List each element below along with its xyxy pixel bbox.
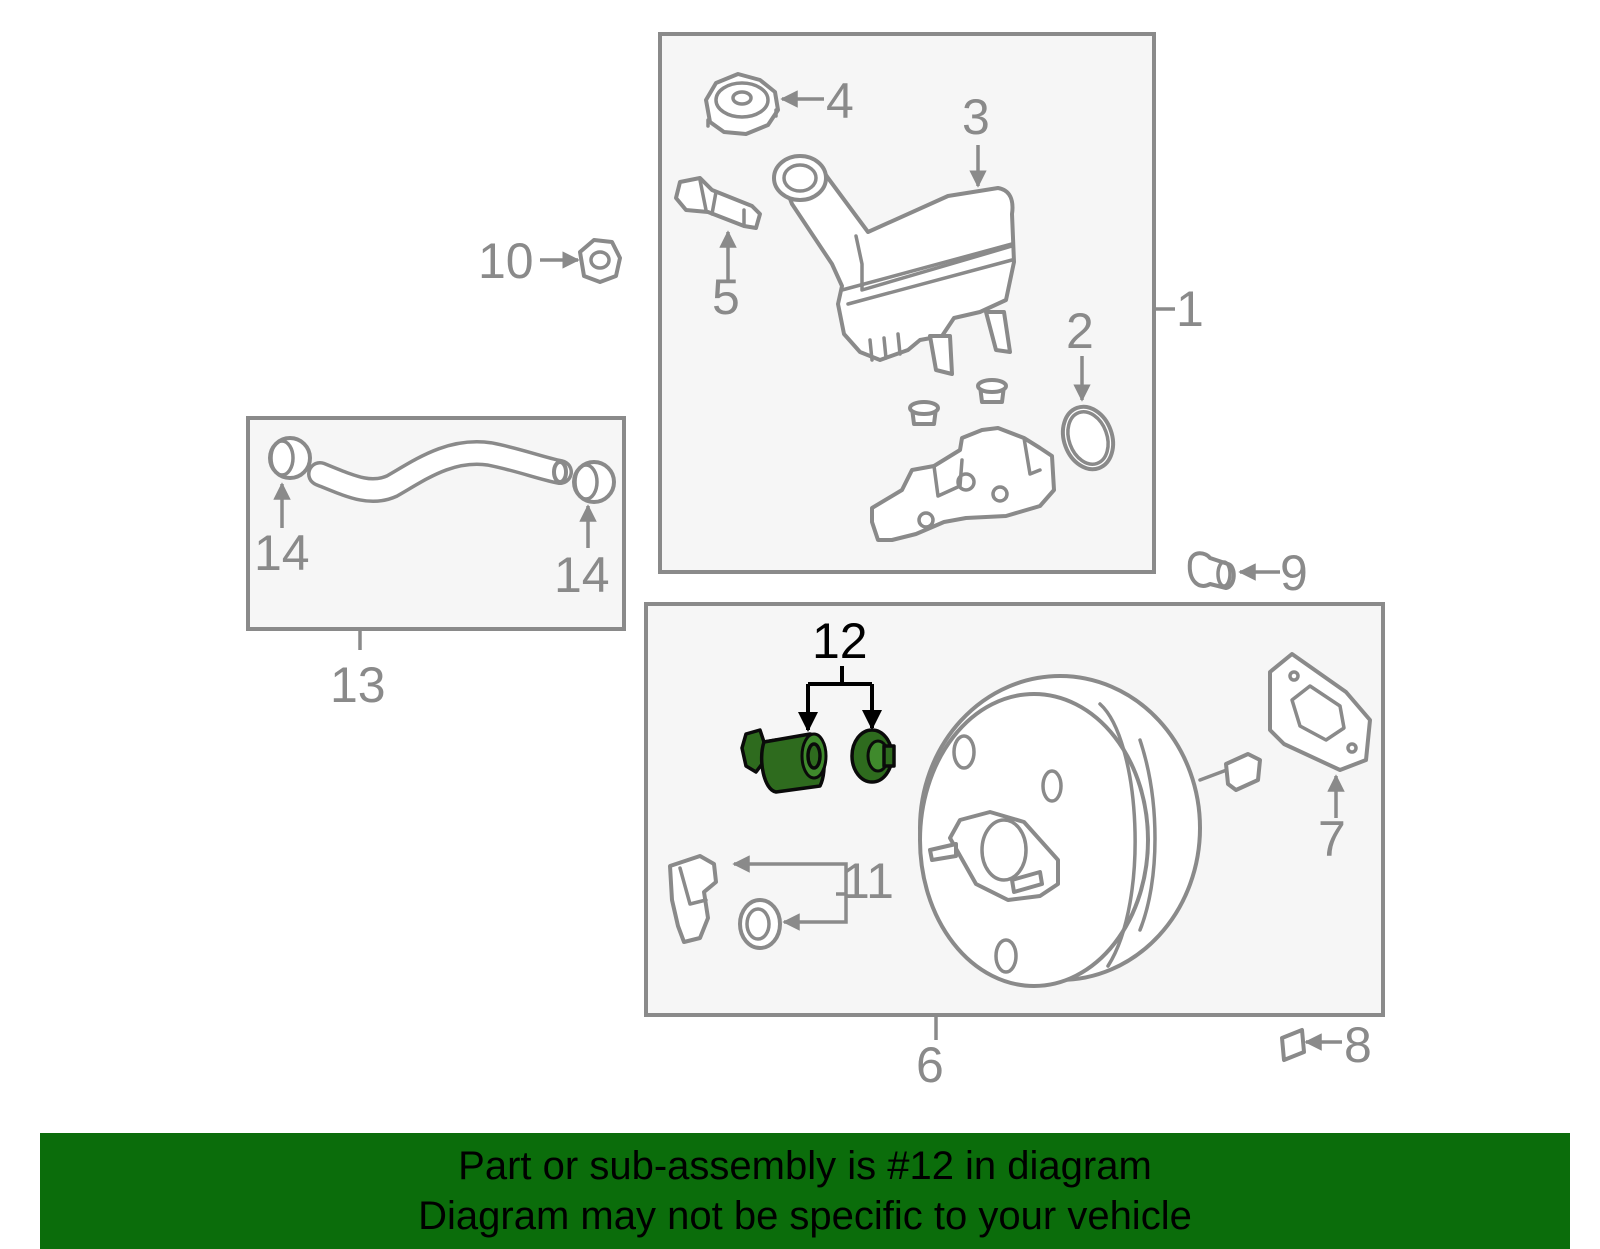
- callout-10: 10: [478, 233, 534, 289]
- reservoir-grommet-right[interactable]: [976, 378, 1008, 404]
- callout-4: 4: [826, 73, 854, 129]
- fluid-level-sensor[interactable]: [674, 176, 762, 282]
- vacuum-hose[interactable]: [307, 440, 573, 503]
- reservoir-grommet-left[interactable]: [908, 400, 940, 426]
- callout-11-leader: [732, 855, 848, 931]
- brake-booster[interactable]: [918, 674, 1262, 988]
- o-ring-seal[interactable]: [1055, 356, 1122, 476]
- callout-6: 6: [916, 1037, 944, 1093]
- hose-clamp-right[interactable]: [572, 460, 616, 548]
- highlighted-part-12-grommet[interactable]: [850, 728, 896, 784]
- callout-13: 13: [330, 657, 386, 713]
- callout-11: 11: [842, 853, 894, 909]
- highlighted-part-12-valve[interactable]: [740, 728, 828, 794]
- callout-5: 5: [712, 269, 740, 325]
- callout-3: 3: [962, 89, 990, 145]
- callout-14-left: 14: [254, 525, 310, 581]
- master-cylinder-body[interactable]: [870, 426, 1056, 542]
- info-banner: Part or sub-assembly is #12 in diagram D…: [40, 1133, 1570, 1249]
- hose-clamp-left[interactable]: [268, 436, 312, 528]
- brake-fluid-reservoir[interactable]: [772, 145, 1016, 376]
- callout-12: 12: [812, 613, 868, 669]
- clevis-pin[interactable]: [1187, 551, 1280, 590]
- callout-1: 1: [1176, 281, 1204, 337]
- callout-12-bracket: [798, 666, 882, 732]
- callout-2: 2: [1066, 303, 1094, 359]
- reservoir-cap[interactable]: [704, 72, 824, 136]
- mounting-nut[interactable]: [540, 238, 622, 284]
- callout-8: 8: [1344, 1017, 1372, 1073]
- valve-grommet[interactable]: [738, 898, 782, 950]
- banner-line-1: Part or sub-assembly is #12 in diagram: [458, 1144, 1152, 1188]
- check-valve[interactable]: [668, 854, 718, 944]
- retaining-clip[interactable]: [1280, 1028, 1342, 1062]
- callout-7: 7: [1318, 811, 1346, 867]
- booster-gasket[interactable]: [1268, 652, 1372, 818]
- callout-9: 9: [1280, 545, 1308, 601]
- banner-line-2: Diagram may not be specific to your vehi…: [418, 1194, 1192, 1238]
- callout-14-right: 14: [554, 547, 610, 603]
